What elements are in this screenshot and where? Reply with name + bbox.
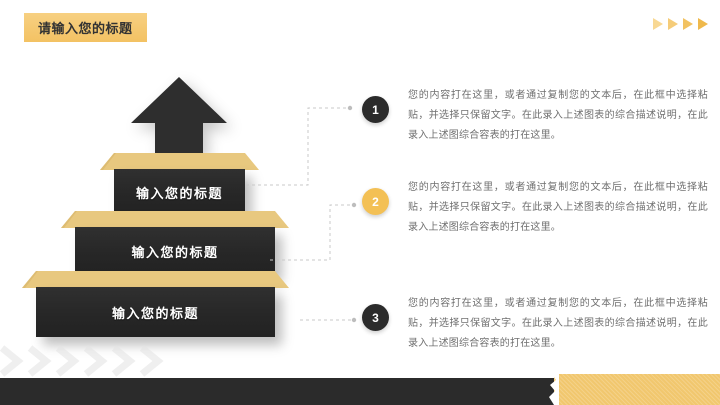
badge-number: 3 [372, 310, 379, 325]
tier-label-box: 输入您的标题 [75, 227, 275, 275]
up-arrow-icon [131, 77, 227, 155]
torn-edge-icon [549, 374, 559, 405]
connector-endpoint [351, 202, 357, 208]
list-item[interactable]: 2 您的内容打在这里，或者通过复制您的文本后，在此框中选择粘贴，并选择只保留文字… [362, 178, 708, 294]
item-body-text: 您的内容打在这里，或者通过复制您的文本后，在此框中选择粘贴，并选择只保留文字。在… [408, 298, 708, 349]
play-arrow-icon [653, 18, 663, 30]
item-body-text: 您的内容打在这里，或者通过复制您的文本后，在此框中选择粘贴，并选择只保留文字。在… [408, 182, 708, 233]
tier-top-surface [61, 211, 289, 228]
tier-label-box: 输入您的标题 [114, 169, 245, 215]
list-item[interactable]: 3 您的内容打在这里，或者通过复制您的文本后，在此框中选择粘贴，并选择只保留文字… [362, 294, 708, 386]
description-list: 1 您的内容打在这里，或者通过复制您的文本后，在此框中选择粘贴，并选择只保留文字… [362, 86, 708, 386]
pyramid-tier-3[interactable]: 输入您的标题 [22, 271, 289, 337]
badge-number: 1 [372, 102, 379, 117]
connector-endpoint [351, 317, 357, 323]
pyramid-tier-1[interactable]: 输入您的标题 [100, 153, 259, 215]
pyramid-tier-2[interactable]: 输入您的标题 [61, 211, 289, 275]
play-arrow-icon [668, 18, 678, 30]
badge-number: 2 [372, 194, 379, 209]
tier-top-surface [22, 271, 289, 288]
status-badge: 2 [362, 188, 389, 215]
footer-tape-accent [549, 374, 720, 405]
tier-label-box: 输入您的标题 [36, 287, 275, 337]
tier-top-surface [100, 153, 259, 170]
pyramid-diagram: 输入您的标题 输入您的标题 输入您的标题 [0, 75, 350, 360]
status-badge: 1 [362, 96, 389, 123]
chevron-decoration [0, 345, 164, 377]
tier-1-label: 输入您的标题 [135, 185, 223, 201]
tier-3-label: 输入您的标题 [111, 305, 199, 321]
page-title: 请输入您的标题 [24, 13, 147, 42]
play-arrow-icon [683, 18, 693, 30]
page-title-text: 请输入您的标题 [38, 21, 133, 36]
decor-arrow-group [653, 18, 708, 30]
tier-2-label: 输入您的标题 [131, 244, 219, 260]
status-badge: 3 [362, 304, 389, 331]
play-arrow-icon [698, 18, 708, 30]
item-body-text: 您的内容打在这里，或者通过复制您的文本后，在此框中选择粘贴，并选择只保留文字。在… [408, 90, 708, 141]
list-item[interactable]: 1 您的内容打在这里，或者通过复制您的文本后，在此框中选择粘贴，并选择只保留文字… [362, 86, 708, 178]
